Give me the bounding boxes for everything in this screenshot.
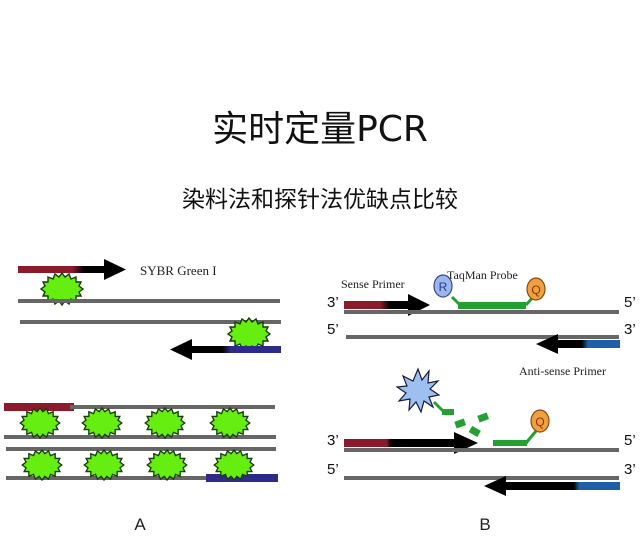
- reporter-icon: [433, 274, 453, 298]
- end-label-5prime: 5’: [624, 294, 636, 311]
- dna-strand: [20, 320, 281, 324]
- quencher-label: Q: [535, 415, 544, 429]
- panel-a-label: A: [134, 515, 146, 534]
- end-label-3prime: 3’: [327, 294, 339, 311]
- sybr-dye-icon: [209, 407, 251, 439]
- dna-strand: [344, 448, 619, 452]
- dna-strand: [70, 405, 275, 409]
- panel-a: SYBR Green I A: [4, 259, 281, 534]
- end-label-3prime: 3’: [624, 321, 636, 338]
- quencher-icon: [530, 409, 550, 433]
- sybr-dye-icon: [83, 449, 125, 481]
- cleaved-probe-fragments: Q: [432, 400, 550, 446]
- sense-primer-label: Sense Primer: [341, 277, 405, 291]
- dna-strand: [6, 447, 276, 451]
- end-label-3prime: 3’: [624, 461, 636, 478]
- released-reporter-icon: [396, 368, 440, 413]
- end-label-5prime: 5’: [327, 461, 339, 478]
- end-label-5prime: 5’: [327, 321, 339, 338]
- antisense-primer-label: Anti-sense Primer: [519, 364, 606, 378]
- reporter-label: R: [439, 280, 448, 294]
- dna-strand: [18, 299, 280, 303]
- taqman-probe: R Q: [433, 274, 546, 309]
- sybr-dye-icon: [144, 407, 186, 439]
- antisense-primer-arrow: [536, 334, 620, 354]
- sybr-dye-icon: [146, 449, 188, 481]
- taqman-probe-label: TaqMan Probe: [447, 268, 518, 282]
- panel-b: Sense Primer TaqMan Probe 3’ 5’ R Q 5’ 3…: [327, 268, 636, 534]
- forward-primer-arrow: [18, 259, 126, 280]
- forward-primer: [4, 403, 74, 411]
- reverse-primer-arrow: [170, 339, 281, 360]
- panel-b-label: B: [479, 515, 490, 534]
- quencher-label: Q: [531, 283, 540, 297]
- dna-strand: [344, 310, 619, 314]
- dna-strand: [4, 435, 276, 439]
- sybr-dye-icon: [81, 407, 123, 439]
- sybr-dye-icon: [21, 449, 63, 481]
- reverse-primer: [206, 474, 278, 482]
- quencher-icon: [526, 277, 546, 301]
- page-title: 实时定量PCR: [212, 109, 428, 150]
- extended-antisense-primer-arrow: [484, 476, 620, 496]
- sybr-dye-icon: [19, 407, 61, 439]
- dna-strand: [346, 335, 619, 339]
- end-label-5prime: 5’: [624, 432, 636, 449]
- page-subtitle: 染料法和探针法优缺点比较: [182, 187, 458, 213]
- sybr-green-label: SYBR Green I: [140, 263, 217, 278]
- end-label-3prime: 3’: [327, 432, 339, 449]
- dna-strand: [344, 476, 619, 480]
